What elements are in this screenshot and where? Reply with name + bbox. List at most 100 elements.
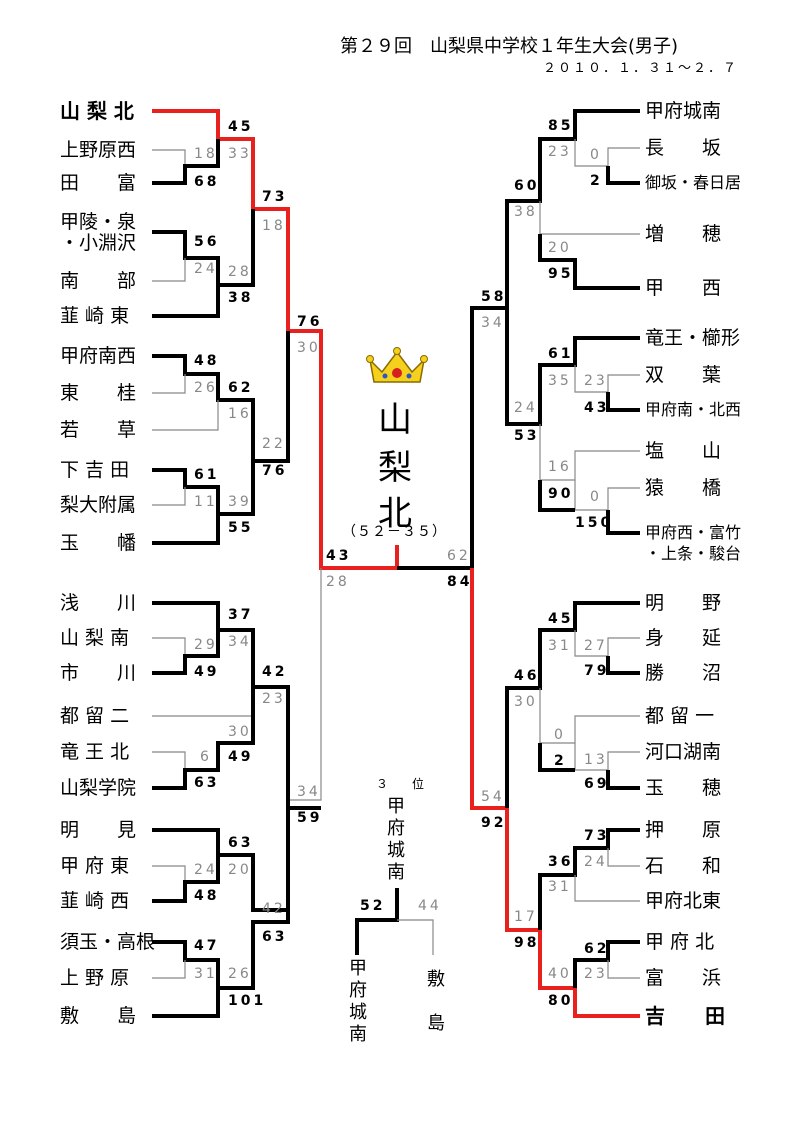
score-l3-12: 59 [297, 810, 323, 826]
bracket-line [574, 875, 640, 902]
team-right-14: 勝 沼 [645, 662, 722, 684]
team-left-8: 東 桂 [60, 382, 137, 404]
bracket-line [152, 149, 186, 166]
bracket-line [152, 209, 255, 287]
bracket-line [152, 400, 219, 431]
bracket-line [152, 514, 220, 545]
score-l3-4: 49 [194, 664, 220, 680]
score-l2-8: 11 [194, 494, 218, 510]
score-r4-10: 80 [548, 993, 574, 1009]
score-l2-2: 26 [194, 380, 218, 396]
team-right-21: 甲 府 北 [645, 931, 715, 953]
score-r3-4: 79 [584, 663, 610, 679]
score-r3-5: 46 [514, 668, 540, 684]
score-l1-1: 45 [228, 119, 254, 135]
score-l4-1: 63 [228, 835, 254, 851]
score-r1-2: 23 [548, 144, 572, 160]
team-left-1: 山 梨 北 [60, 99, 134, 123]
score-r4-2: 24 [584, 854, 608, 870]
score-r4-9: 40 [548, 966, 572, 982]
team-right-5: 甲 西 [645, 277, 722, 299]
team-left-7: 甲府南西 [60, 345, 137, 367]
score-r4-8: 23 [584, 966, 608, 982]
team-left-16: 都 留 二 [60, 705, 130, 727]
score-r3-6: 30 [514, 694, 538, 710]
score-l3-10: 63 [194, 775, 220, 791]
score-r3-10: 69 [584, 776, 610, 792]
third-place-team-left: 甲府城南 [349, 958, 367, 1045]
score-r2-1: 61 [548, 346, 574, 362]
team-right-6: 竜王・櫛形 [645, 327, 741, 349]
score-r1-5: 60 [514, 178, 540, 194]
bracket-line [539, 201, 640, 235]
bracket-line [538, 234, 640, 290]
page-title: 第２９回 山梨県中学校１年生大会(男子) [340, 36, 679, 57]
team-left-9: 若 草 [60, 419, 137, 441]
score-r4-7: 62 [584, 941, 610, 957]
team-right-18: 押 原 [645, 819, 722, 841]
team-right-2: 長 坂 [645, 137, 722, 159]
team-right-8: 甲府南・北西 [645, 400, 742, 419]
score-r2-11: 62 [447, 548, 471, 564]
score-r3-3: 27 [584, 638, 608, 654]
score-r4-4: 31 [548, 879, 572, 895]
score-l2-10: 55 [228, 520, 254, 536]
score-l4-7: 47 [194, 938, 220, 954]
bracket-line [607, 960, 640, 979]
score-r3-8: 2 [554, 753, 567, 769]
score-r1-4: 2 [590, 173, 603, 189]
score-r2-10: 150 [575, 515, 614, 531]
team-right-4: 増 穂 [645, 223, 722, 245]
crown-icon [366, 346, 428, 390]
champion-name-3: 北 [378, 494, 412, 534]
score-l3-1: 37 [228, 607, 254, 623]
bracket-line [152, 139, 220, 185]
score-r2-3: 23 [584, 373, 608, 389]
team-left-22: 須玉・高根 [60, 931, 156, 953]
score-l3-11: 34 [297, 784, 321, 800]
team-right-12: 明 野 [645, 592, 722, 614]
team-left-2: 上野原西 [60, 139, 137, 161]
bracket-line [152, 960, 186, 979]
score-l2-5: 22 [262, 436, 286, 452]
score-l2-11: 43 [326, 548, 352, 564]
bracket-line [606, 392, 640, 412]
score-l2-1: 48 [194, 353, 220, 369]
bracket-line [152, 637, 186, 656]
champion-name-2: 梨 [378, 448, 412, 488]
third-place-winner-score: 52 [360, 898, 386, 914]
champion-final-score: （５２－３５） [342, 524, 447, 540]
score-l3-6: 23 [262, 691, 286, 707]
team-left-17: 竜 王 北 [60, 741, 130, 763]
score-l1-10: 38 [228, 290, 254, 306]
bracket-line [606, 166, 640, 185]
tournament-dates: ２０１０．１．３１～２．７ [543, 61, 739, 76]
score-l1-2: 33 [228, 146, 252, 162]
team-right-22: 富 浜 [645, 967, 722, 989]
score-l3-2: 34 [228, 634, 252, 650]
score-r2-12: 84 [447, 574, 473, 590]
bracket-line [607, 848, 640, 867]
score-r4-1: 73 [584, 828, 610, 844]
score-r3-7: 0 [554, 727, 566, 743]
score-r4-3: 36 [548, 854, 574, 870]
team-left-11: 梨大附属 [60, 494, 137, 516]
score-l1-3: 18 [194, 146, 218, 162]
score-l4-3: 20 [228, 862, 252, 878]
team-left-19: 明 見 [60, 819, 137, 841]
team-right-3: 御坂・春日居 [645, 173, 742, 192]
team-right-1: 甲府城南 [645, 100, 722, 122]
score-r1-10: 34 [481, 315, 505, 331]
score-l2-12: 28 [326, 574, 350, 590]
team-left-18: 山梨学院 [60, 777, 137, 799]
score-l4-9: 26 [228, 966, 252, 982]
score-l3-7: 30 [228, 724, 252, 740]
bracket-line [152, 630, 220, 675]
bracket-line [152, 751, 186, 770]
bracket-line [538, 828, 640, 930]
team-left-6: 韮 崎 東 [60, 305, 130, 327]
winner-path-left [152, 109, 399, 570]
score-l1-12: 30 [297, 340, 321, 356]
team-left-5: 南 部 [60, 270, 137, 292]
